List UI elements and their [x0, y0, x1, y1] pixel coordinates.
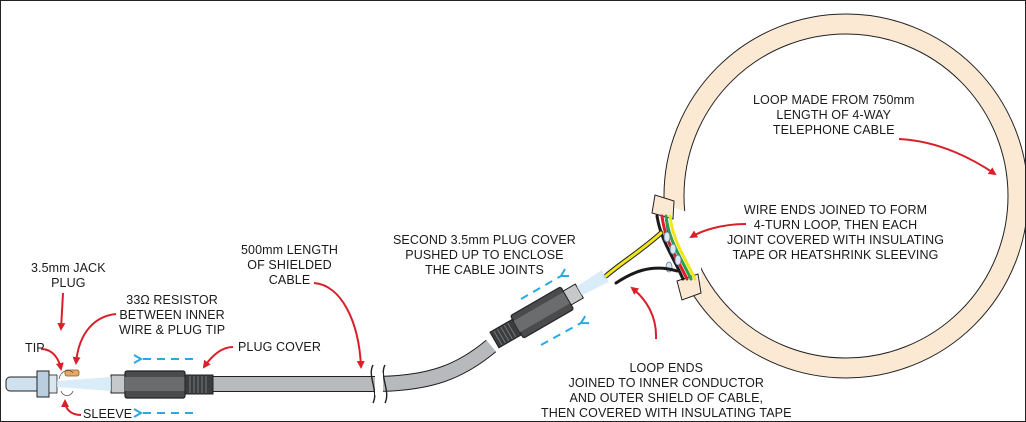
shielded-cable: [211, 339, 497, 404]
label-second-plug-cover: SECOND 3.5mm PLUG COVER PUSHED UP TO ENC…: [393, 233, 576, 277]
resistor: [64, 369, 80, 377]
telephone-cable-loop: [663, 13, 1025, 379]
arrow-loop-made: [898, 138, 997, 176]
arrow-loop-ends: [630, 286, 658, 340]
arrow-shielded-cable: [313, 282, 365, 369]
arrow-plug-cover: [202, 346, 234, 369]
arrow-sleeve: [61, 399, 82, 416]
plug-cover-left: [110, 370, 214, 399]
arrow-tip: [40, 348, 64, 371]
motion-arrow-right-top: [520, 276, 561, 300]
pointer-arrows: [40, 138, 997, 416]
jack-plug: [5, 369, 111, 398]
label-resistor: 33Ω RESISTOR BETWEEN INNER WIRE & PLUG T…: [119, 293, 226, 337]
motion-arrows: [141, 276, 581, 413]
label-sleeve: SLEEVE: [83, 407, 133, 421]
label-loop-made: LOOP MADE FROM 750mm LENGTH OF 4-WAY TEL…: [753, 93, 915, 137]
label-loop-ends: LOOP ENDS JOINED TO INNER CONDUCTOR AND …: [541, 361, 792, 420]
label-tip: TIP: [25, 341, 45, 355]
motion-arrow-right-bottom: [540, 323, 581, 346]
label-jack-plug: 3.5mm JACK PLUG: [31, 261, 106, 290]
arrow-resistor: [72, 313, 117, 365]
plug-cover-right: [489, 269, 609, 349]
arrow-jack-plug: [57, 292, 66, 331]
loop-cable-ends: [651, 194, 702, 301]
coloured-wires: [603, 214, 697, 285]
label-wire-ends: WIRE ENDS JOINED TO FORM 4-TURN LOOP, TH…: [727, 203, 945, 262]
label-plug-cover: PLUG COVER: [238, 340, 321, 354]
arrow-wire-ends: [689, 223, 747, 239]
label-shielded-cable: 500mm LENGTH OF SHIELDED CABLE: [241, 243, 339, 287]
